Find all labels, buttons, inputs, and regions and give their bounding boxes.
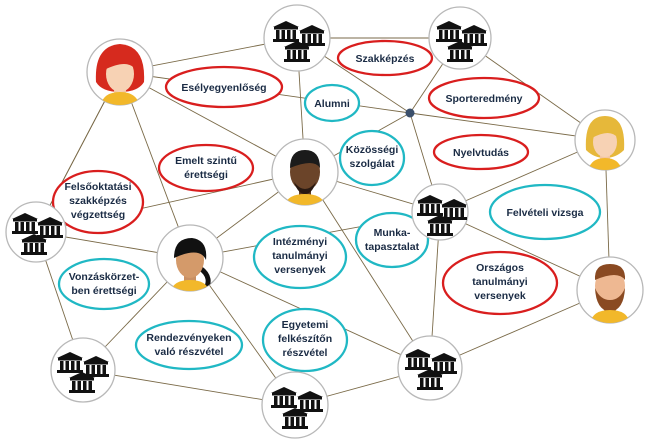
institution-node (411, 183, 469, 241)
person-node-dark-skin (271, 138, 339, 206)
label-ellipses (51, 39, 602, 373)
person-node-bearded (576, 256, 644, 324)
institution-node (397, 335, 463, 401)
label-alumni: Alumni (314, 98, 350, 110)
label-intezmenyi-line2: tanulmányi (272, 250, 328, 262)
label-munka-line1: Munka- (374, 227, 411, 239)
ellipse-sporteredmeny (427, 76, 541, 120)
label-emelt-line1: Emelt szintű (175, 155, 237, 167)
ellipse-orszagos (441, 250, 559, 316)
ellipse-felveteli (488, 183, 602, 241)
institution-node (261, 371, 329, 439)
label-intezmenyi-line1: Intézményi (273, 236, 327, 248)
label-emelt-line2: érettségi (184, 169, 228, 181)
ellipse-munka (354, 211, 430, 269)
label-szakkepzes: Szakképzés (356, 53, 415, 65)
label-felveteli: Felvételi vizsga (506, 207, 583, 219)
ellipse-szakkepzes (336, 39, 434, 77)
label-rendezvenyeken-line2: való részvétel (155, 346, 224, 358)
label-felsooktatasi-line2: szakképzés (69, 195, 127, 207)
institution-node (428, 6, 492, 70)
label-vonzaskorzet-line1: Vonzáskörzet- (69, 271, 140, 283)
ellipse-emelt (157, 143, 255, 193)
ellipse-nyelvtudas (432, 133, 530, 171)
label-rendezvenyeken-line1: Rendezvényeken (146, 332, 231, 344)
label-texts: Esélyegyenlőség Szakképzés Alumni Sporte… (64, 53, 583, 359)
label-sporteredmeny: Sporteredmény (445, 93, 522, 105)
ellipse-eselyegyenloseg (164, 65, 284, 109)
label-kozossegi-line1: Közösségi (346, 144, 399, 156)
person-node-ponytail (156, 224, 224, 292)
label-egyetemi-line2: felkészítőn (278, 333, 332, 345)
institution-node (263, 4, 331, 72)
ellipse-vonzaskorzet (57, 257, 151, 311)
label-orszagos-line1: Országos (476, 262, 524, 274)
person-avatar-icon (590, 264, 630, 323)
ellipse-intezmenyi (252, 224, 348, 290)
label-eselyegyenloseg: Esélyegyenlőség (181, 82, 266, 94)
label-egyetemi-line1: Egyetemi (282, 319, 329, 331)
label-felsooktatasi-line1: Felsőoktatási (64, 181, 131, 193)
ellipse-rendezvenyeken (134, 319, 244, 371)
ellipse-kozossegi (338, 129, 406, 187)
label-kozossegi-line2: szolgálat (350, 158, 395, 170)
label-nyelvtudas: Nyelvtudás (453, 147, 509, 159)
hub-node (405, 108, 415, 118)
label-intezmenyi-line3: versenyek (274, 264, 326, 276)
label-egyetemi-line3: részvétel (283, 347, 328, 359)
institution-node (50, 337, 116, 403)
ellipse-egyetemi (261, 307, 349, 373)
ellipse-alumni (303, 83, 361, 123)
person-node-blonde (574, 109, 636, 171)
person-avatar-icon (585, 116, 625, 170)
label-felsooktatasi-line3: végzettség (71, 209, 125, 221)
institution-node (5, 201, 67, 263)
label-vonzaskorzet-line2: ben érettségi (71, 285, 136, 297)
label-orszagos-line3: versenyek (474, 290, 526, 302)
ellipse-felsooktatasi (51, 169, 145, 235)
label-munka-line2: tapasztalat (365, 241, 420, 253)
person-node-red-hair (86, 38, 154, 106)
label-orszagos-line2: tanulmányi (472, 276, 528, 288)
